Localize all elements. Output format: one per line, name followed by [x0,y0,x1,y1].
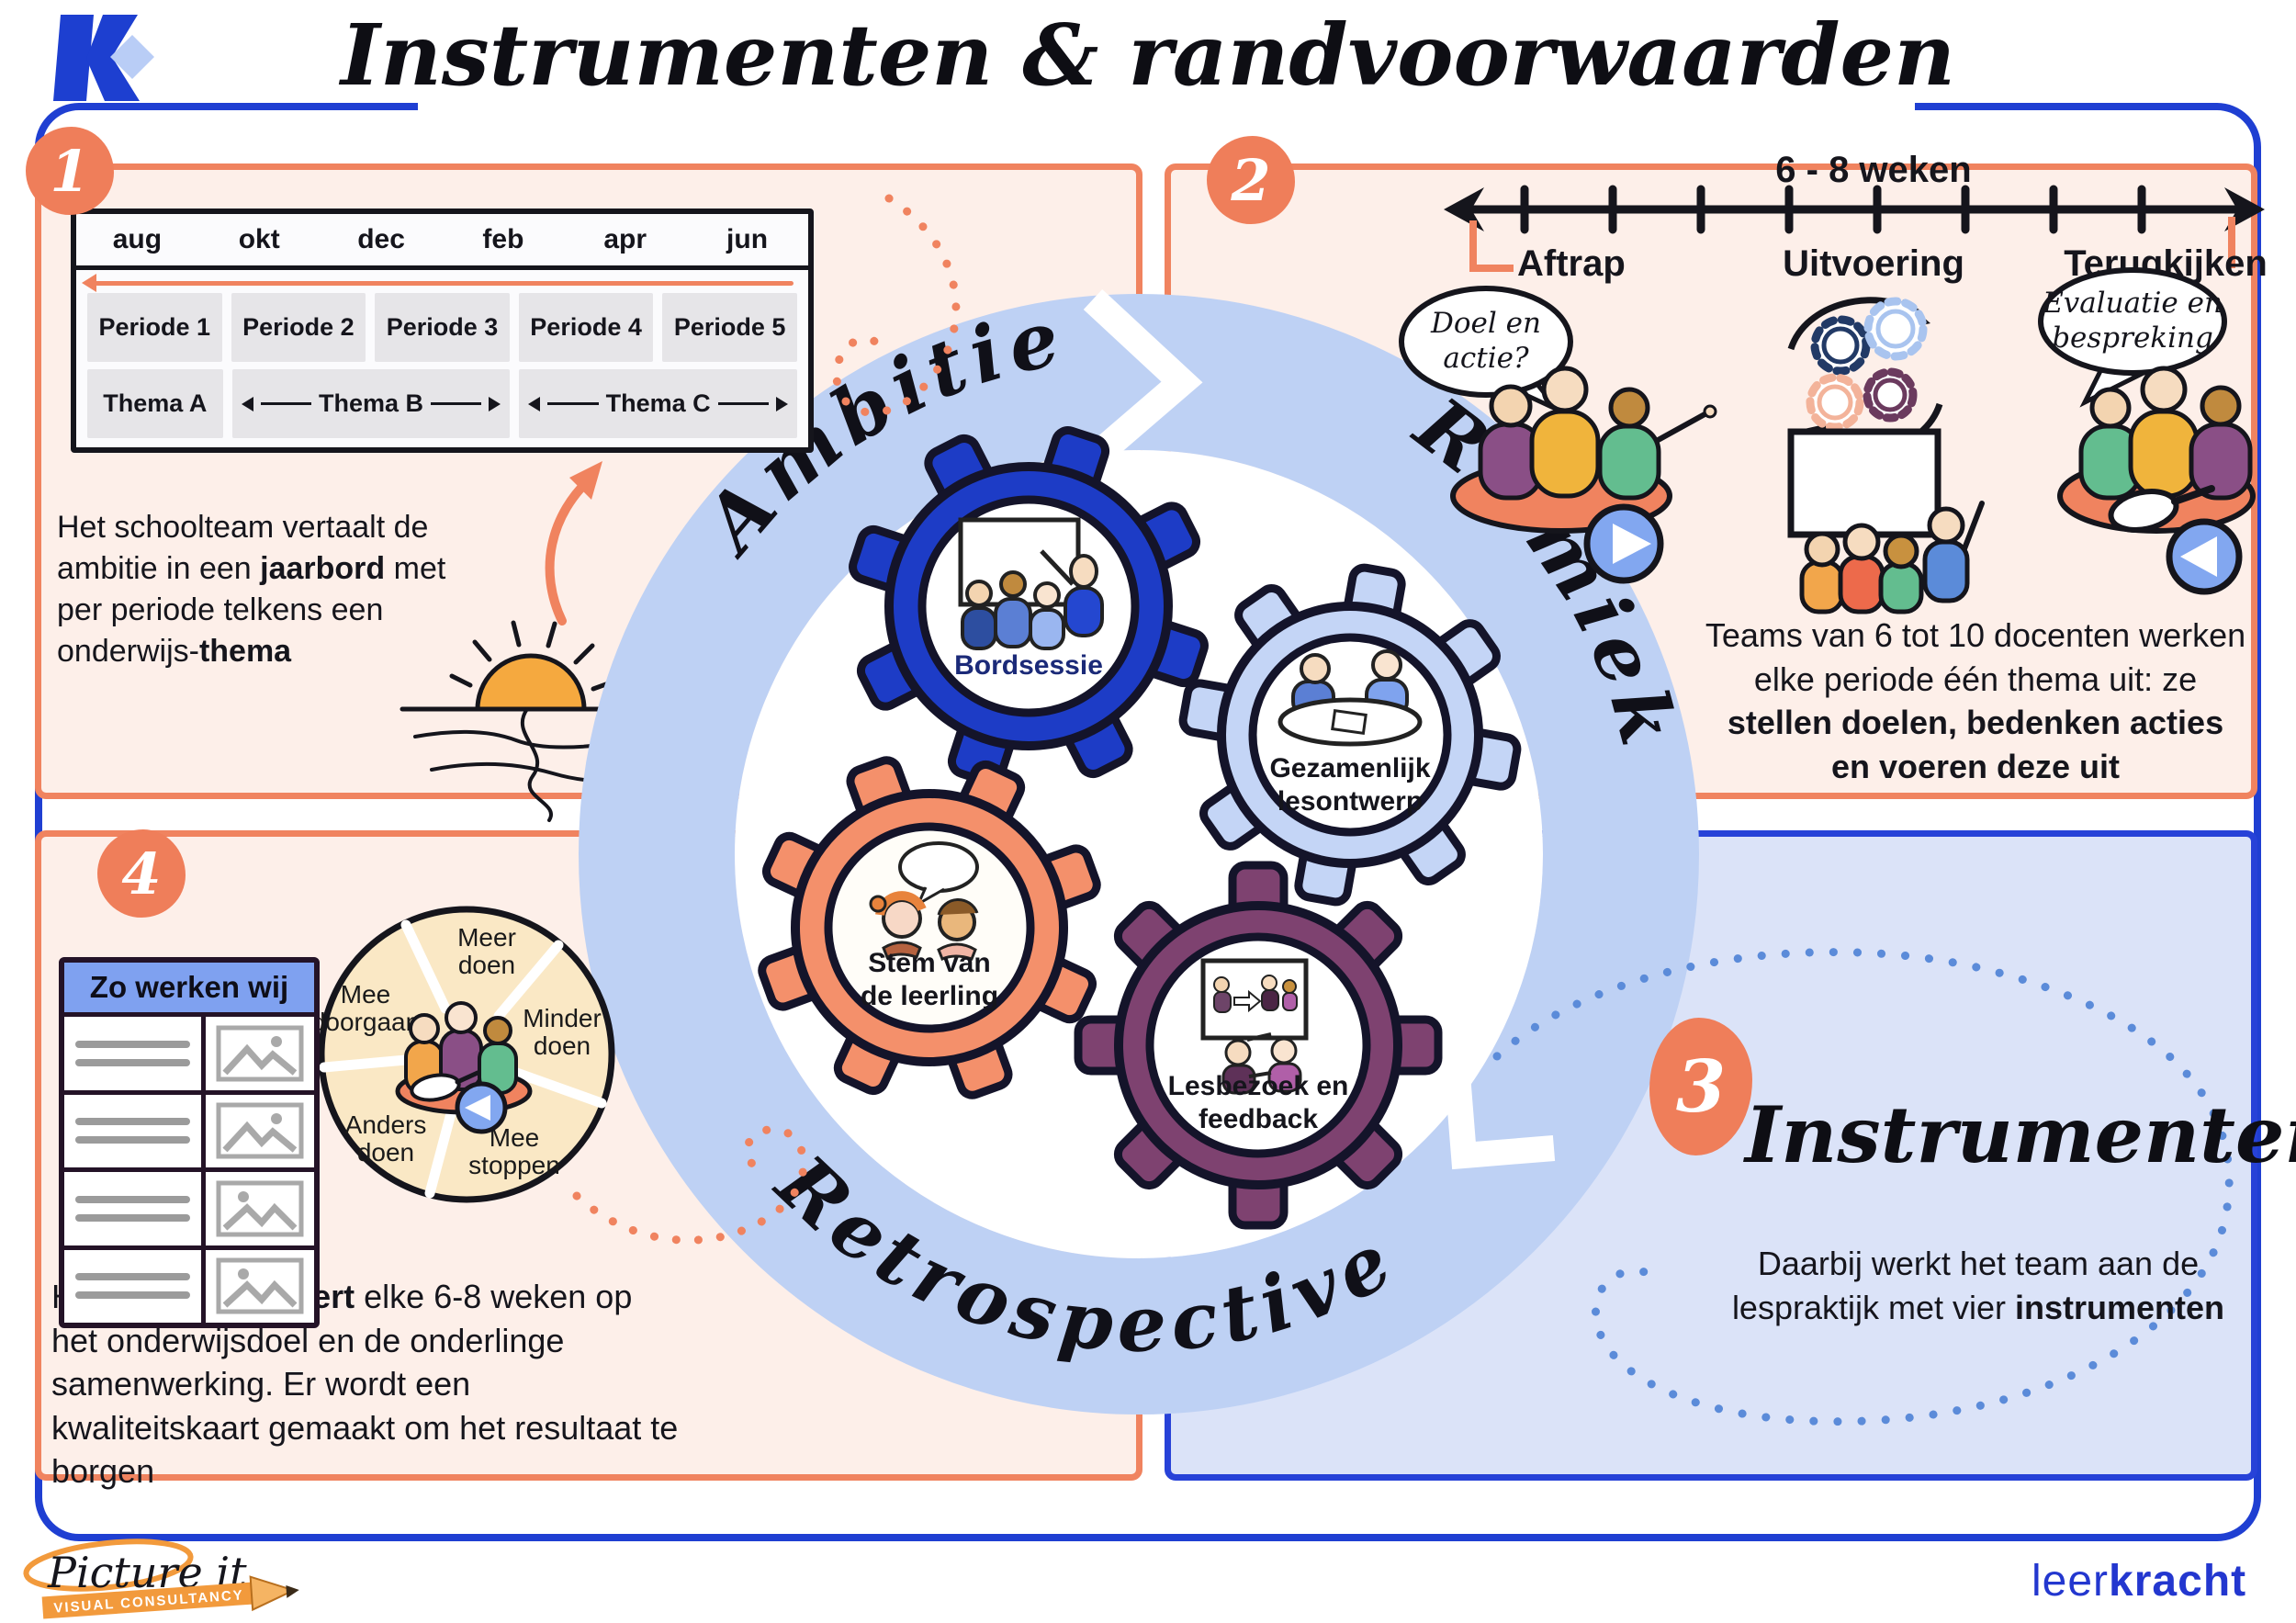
svg-text:feedback: feedback [1199,1104,1318,1134]
svg-text:Meer: Meer [457,923,516,952]
month-label: jun [726,224,769,254]
period-cell: Periode 4 [518,293,654,362]
svg-text:doorgaan: doorgaan [311,1008,420,1036]
lesbezoek-illustration [1200,958,1309,1095]
timeline: 6 - 8 weken Aftrap Uitvoering Terugkijke… [1444,150,2268,284]
section-badge-3: 3 [1649,1018,1752,1155]
svg-text:bespreking: bespreking [2052,321,2213,355]
ring-arrow-top-icon [1083,289,1203,467]
image-placeholder-icon [206,1017,314,1090]
stem-illustration [869,841,979,961]
terugkijken-illustration: Evaluatie en bespreking [2038,267,2256,595]
svg-text:Mee: Mee [341,980,390,1009]
theme-cell: Thema A [87,369,223,438]
lesontwerp-illustration [1277,649,1423,747]
svg-text:de leerling: de leerling [861,981,998,1011]
jaarbord-period-row: Periode 1 Periode 2 Periode 3 Periode 4 … [76,289,808,366]
svg-text:lesontwerp: lesontwerp [1277,786,1423,817]
picture-it-logo: Picture it VISUAL CONSULTANCY [23,1538,299,1619]
svg-text:Gezamenlijk: Gezamenlijk [1269,753,1430,783]
board-row [64,1172,314,1250]
svg-text:Anders: Anders [345,1110,427,1139]
svg-text:Stem van: Stem van [868,948,990,978]
cycle-ring [579,294,1699,1414]
title-mask [418,92,1915,125]
svg-text:Bordsessie: Bordsessie [954,650,1103,681]
instrumenten-title: Instrumenten [1745,1089,2296,1180]
dotted-curl-bottom [572,1125,808,1245]
retro-wheel-team-illustration [395,1001,533,1134]
month-label: okt [238,224,280,254]
ambitie-text: Het schoolteam vertaalt de ambitie in ee… [57,510,446,669]
page-title: Instrumenten & randvoorwaarden [341,6,1955,105]
dotted-curl-top [832,194,961,417]
gear-stem-van-de-leerling: Stem van de leerling [758,756,1101,1099]
arrow-left-icon [528,396,541,411]
svg-text:actie?: actie? [1443,342,1529,375]
period-cell: Periode 1 [87,293,222,362]
phase-aftrap: Aftrap [1517,243,1626,284]
leerkracht-wordmark: leerkracht [2032,1557,2247,1606]
zo-werken-wij-board: Zo werken wij [59,957,320,1328]
svg-text:doen: doen [357,1138,414,1167]
image-placeholder-icon [206,1250,314,1324]
theme-cell: Thema B [231,369,511,438]
board-row [64,1094,314,1172]
arrow-left-icon [241,396,253,411]
image-placeholder-icon [206,1095,314,1168]
bordsessie-illustration [958,517,1104,650]
gear-gezamenlijk-lesontwerp: Gezamenlijk lesontwerp [1178,563,1522,907]
svg-text:Doel en: Doel en [1430,307,1541,340]
phase-uitvoering: Uitvoering [1783,243,1964,284]
arrow-to-jaarbord-icon [545,461,602,626]
jaarbord-month-row: aug okt dec feb apr jun [76,214,808,270]
month-label: dec [357,224,405,254]
period-cell: Periode 5 [662,293,797,362]
svg-text:Lesbezoek en: Lesbezoek en [1168,1071,1349,1101]
instrumenten-text: Daarbij werkt het team aan de lespraktij… [1731,1245,2225,1326]
dotted-loop-instrumenten [1492,948,2234,1426]
ring-arrow-bottom-icon [1444,1062,1556,1170]
period-cell: Periode 2 [231,293,366,362]
leerkracht-logo-icon [53,15,154,101]
theme-cell: Thema C [519,369,797,438]
jaarbord-table: aug okt dec feb apr jun Periode 1 Period… [71,209,814,453]
ritmiek-text: Teams van 6 tot 10 docenten werken elke … [1705,616,2246,785]
board-title: Zo werken wij [64,963,314,1017]
board-row [64,1017,314,1095]
gear-lesbezoek-en-feedback: Lesbezoek en feedback [1074,861,1443,1230]
jaarbord-theme-row: Thema A Thema B Thema C [76,366,808,447]
arrow-right-icon [776,396,788,411]
year-arrow-icon [82,274,793,292]
svg-text:stoppen: stoppen [468,1151,560,1179]
image-placeholder-icon [206,1172,314,1245]
month-label: aug [112,224,163,254]
svg-text:doen: doen [458,951,515,979]
magnifier-icon [2108,485,2215,533]
svg-text:doen: doen [534,1031,591,1060]
section-badge-1: 1 [26,127,114,215]
svg-text:Evaluatie en: Evaluatie en [2042,287,2223,320]
month-label: feb [482,224,524,254]
arrow-right-icon [489,396,501,411]
svg-text:Minder: Minder [523,1004,602,1032]
period-cell: Periode 3 [375,293,510,362]
section-badge-4: 4 [97,829,186,918]
board-row [64,1249,314,1324]
aftrap-illustration: Doel en actie? [1399,286,1717,584]
month-label: apr [603,224,647,254]
section-badge-2: 2 [1207,136,1295,224]
uitvoering-illustration [1787,297,1985,614]
timeline-duration: 6 - 8 weken [1775,150,1971,190]
retro-wheel: Meer doen Mee doorgaan Minder doen Ander… [311,906,615,1203]
gear-bordsessie: Bordsessie [849,426,1209,786]
